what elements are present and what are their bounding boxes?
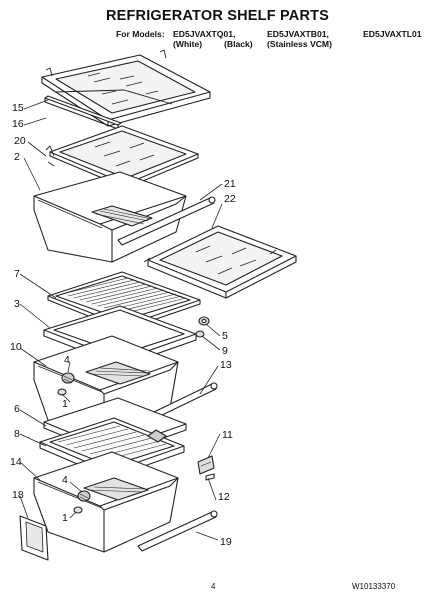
callout-6: 6	[14, 403, 20, 415]
part-20-glass-shelf	[45, 125, 199, 189]
model-number-black: ED5JVAXTB01,	[267, 29, 329, 39]
callout-22: 22	[224, 193, 236, 205]
callout-19: 19	[220, 536, 232, 548]
part-5-fitting	[198, 316, 210, 326]
callout-18: 18	[12, 489, 24, 501]
callout-1-lower: 1	[62, 512, 68, 524]
callout-4-lower: 4	[62, 474, 68, 486]
callout-20: 20	[14, 135, 26, 147]
part-11-bracket	[197, 455, 215, 475]
page-number: 4	[211, 582, 216, 591]
callout-10: 10	[10, 341, 22, 353]
callout-14: 14	[10, 456, 22, 468]
part-21-rod	[117, 196, 216, 246]
variant-stainless: (Stainless VCM)	[267, 39, 332, 49]
part-15-glass-shelf	[41, 49, 211, 127]
leader-lines	[19, 99, 223, 541]
callout-3: 3	[14, 298, 20, 310]
callout-8: 8	[14, 428, 20, 440]
callout-16: 16	[12, 118, 24, 130]
callout-12: 12	[218, 491, 230, 503]
variant-white: (White)	[173, 39, 203, 49]
callout-9: 9	[222, 345, 228, 357]
page-title: REFRIGERATOR SHELF PARTS	[105, 8, 330, 24]
part-14-crisper-drawer	[33, 451, 179, 553]
callout-11: 11	[222, 429, 233, 441]
part-22-glass-shelf	[143, 225, 297, 299]
model-number-white: ED5JVAXTQ01,	[173, 29, 236, 39]
part-9-fitting	[195, 330, 205, 338]
part-13-rod	[153, 382, 218, 418]
callout-15: 15	[12, 102, 24, 114]
models-label: For Models:	[116, 29, 165, 39]
part-12-clip	[205, 473, 215, 481]
part-8-ribbed-shelf	[39, 417, 185, 479]
callout-2: 2	[14, 151, 20, 163]
model-number-stainless: ED5JVAXTL01	[363, 29, 422, 39]
part-2-crisper-cover	[33, 171, 187, 263]
part-4-roller-lower	[77, 490, 91, 502]
callout-21: 21	[224, 178, 236, 190]
part-1-screw-upper	[57, 388, 67, 396]
model-list: For Models: ED5JVAXTQ01, ED5JVAXTB01, ED…	[116, 29, 422, 39]
document-code: W10133370	[352, 582, 396, 591]
callout-1-upper: 1	[62, 398, 68, 410]
part-1-screw-lower	[73, 506, 83, 514]
callout-5: 5	[222, 330, 228, 342]
part-18-label-card	[19, 515, 49, 561]
part-4-roller-upper	[61, 372, 75, 384]
variant-black: (Black)	[224, 39, 253, 49]
part-19-rod	[137, 510, 218, 552]
callout-4-upper: 4	[64, 354, 70, 366]
part-11-mount	[147, 429, 167, 443]
callout-7: 7	[14, 268, 20, 280]
callout-13: 13	[220, 359, 232, 371]
